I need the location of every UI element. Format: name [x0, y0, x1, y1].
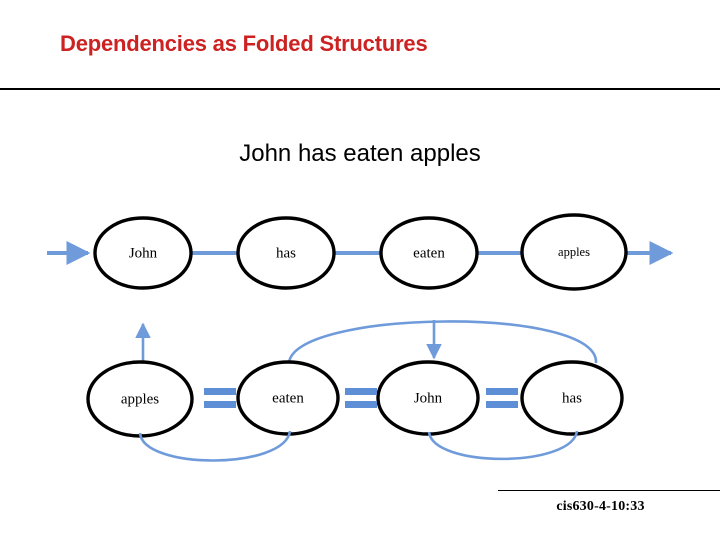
node-bottom-john-label: John	[414, 390, 443, 406]
fold-arc-eaten-to-has	[287, 320, 598, 365]
fold-arc-apples-to-eaten	[138, 430, 292, 462]
node-bottom-eaten[interactable]: eaten	[236, 360, 340, 436]
footer-divider	[498, 490, 720, 491]
node-bottom-eaten-label: eaten	[272, 390, 304, 406]
node-bottom-apples[interactable]: apples	[86, 360, 194, 438]
node-top-apples-label: apples	[558, 245, 590, 259]
node-top-has-label: has	[276, 245, 296, 261]
node-bottom-has-label: has	[562, 390, 582, 406]
node-top-apples[interactable]: apples	[520, 213, 628, 291]
title-divider	[0, 88, 720, 90]
footer-label: cis630-4-10:33	[556, 499, 645, 514]
node-bottom-apples-label: apples	[121, 391, 159, 407]
fold-arc-john-to-has	[427, 430, 579, 461]
node-top-john-label: John	[129, 245, 158, 261]
equals-sign-apples-eaten	[204, 388, 236, 408]
equals-sign-eaten-john	[345, 388, 377, 408]
example-sentence: John has eaten apples	[239, 140, 481, 167]
equals-sign-john-has	[486, 388, 518, 408]
node-top-has[interactable]: has	[236, 216, 336, 290]
node-top-eaten[interactable]: eaten	[379, 216, 479, 290]
node-top-eaten-label: eaten	[413, 245, 445, 261]
node-top-john[interactable]: John	[93, 216, 193, 290]
node-bottom-has[interactable]: has	[520, 360, 624, 436]
page-title: Dependencies as Folded Structures	[60, 31, 428, 56]
node-bottom-john[interactable]: John	[376, 360, 480, 436]
